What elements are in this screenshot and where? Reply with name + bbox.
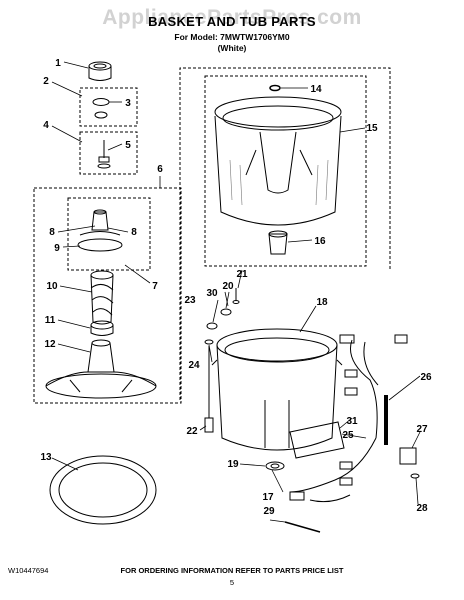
callout-6: 6 [157,164,163,175]
ordering-note: FOR ORDERING INFORMATION REFER TO PARTS … [120,566,344,575]
assembly-tie-line [179,67,391,400]
group-box-15-basket [204,75,367,267]
part-31-bracket [289,421,345,459]
callout-15: 15 [366,123,378,134]
part-15-basket [214,96,342,226]
part-10-auger [90,270,114,325]
callout-24: 24 [188,360,200,371]
callout-22: 22 [186,426,198,437]
part-20-clip [220,308,232,316]
callout-31: 31 [346,416,358,427]
group-box-2-3 [79,87,138,127]
part-12-agitator-base [45,339,157,399]
part-24-washer [204,339,214,345]
callout-10: 10 [46,281,58,292]
group-box-4-5 [79,131,138,175]
callout-9: 9 [54,243,60,254]
callout-14: 14 [310,84,322,95]
leader-lines [51,61,421,523]
callout-23: 23 [184,295,196,306]
callout-30: 30 [206,288,218,299]
part-14-ring [269,84,281,92]
callout-18: 18 [316,297,328,308]
part-23-grommet [206,322,218,330]
part-8-9-drive-block [77,209,123,252]
callout-20: 20 [222,281,234,292]
callout-27: 27 [416,424,428,435]
part-16-hub [268,230,288,255]
callout-21: 21 [236,269,248,280]
part-5-bolt [97,140,111,169]
part-27-switch [399,447,420,479]
page-title: BASKET AND TUB PARTS [148,14,316,29]
callout-28: 28 [416,503,428,514]
callout-7: 7 [152,281,158,292]
callout-3: 3 [125,98,131,109]
callout-29: 29 [263,506,275,517]
part-19-seal [265,461,285,471]
part-11-cam [90,320,114,336]
page-number: 5 [229,578,235,587]
callout-4: 4 [43,120,49,131]
watermark: AppliancePartsPros.com [102,6,362,29]
part-3-ring [92,98,110,119]
callout-13: 13 [40,452,52,463]
callout-19: 19 [227,459,239,470]
part-1-cap [88,61,112,81]
model-line: For Model: 7MWTW1706YM0 [174,32,290,42]
part-22-spring [204,346,214,433]
group-box-6-assembly [33,187,182,404]
callout-25: 25 [342,430,354,441]
part-18-outer-tub [211,328,343,451]
part-25-harness [289,334,408,503]
part-13-tub-ring [49,455,157,525]
callout-8a: 8 [49,227,55,238]
callout-12: 12 [44,339,56,350]
group-box-7-assembly [67,197,151,271]
callout-11: 11 [45,315,56,326]
callout-2: 2 [43,76,49,87]
callout-5: 5 [125,140,131,151]
callout-17: 17 [262,492,274,503]
document-number: W10447694 [8,566,49,575]
callout-26: 26 [420,372,432,383]
callout-labels: 1 2 3 4 5 6 7 8 8 9 10 11 12 13 14 15 16… [40,58,432,517]
callout-8b: 8 [131,227,137,238]
part-29-tie-strap [284,521,321,533]
color-line: (White) [217,43,247,53]
callout-16: 16 [314,236,326,247]
part-21-screw [232,288,240,304]
callout-1: 1 [55,58,61,69]
